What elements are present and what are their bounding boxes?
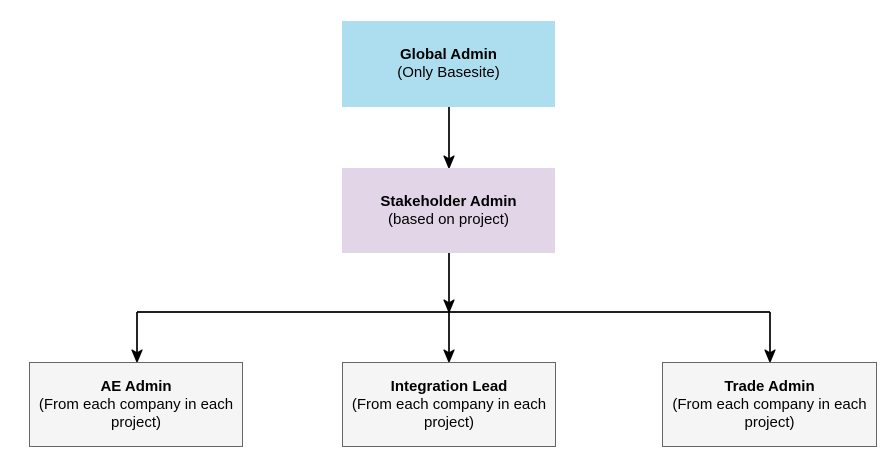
node-trade-admin: Trade Admin (From each company in each p… — [662, 362, 877, 447]
node-global-admin: Global Admin (Only Basesite) — [342, 21, 555, 107]
node-ae-admin-title: AE Admin — [100, 377, 172, 395]
node-global-admin-subtitle: (Only Basesite) — [397, 64, 500, 81]
node-stakeholder-admin-title: Stakeholder Admin — [380, 192, 517, 210]
arrowhead-junction-to-trade-admin — [764, 349, 776, 363]
node-stakeholder-admin: Stakeholder Admin (based on project) — [342, 168, 555, 253]
node-integration-lead-subtitle: (From each company in each project) — [351, 395, 547, 431]
arrowhead-stakeholder-to-junction — [443, 299, 455, 313]
node-integration-lead: Integration Lead (From each company in e… — [342, 362, 556, 447]
node-ae-admin: AE Admin (From each company in each proj… — [29, 362, 243, 447]
arrowhead-junction-to-ae-admin — [131, 349, 143, 363]
node-stakeholder-admin-subtitle: (based on project) — [388, 210, 509, 228]
node-ae-admin-subtitle: (From each company in each project) — [38, 395, 234, 431]
node-integration-lead-title: Integration Lead — [390, 377, 508, 395]
arrowhead-global-to-stakeholder — [443, 155, 455, 169]
arrowhead-junction-to-integration-lead — [443, 349, 455, 363]
node-trade-admin-subtitle: (From each company in each project) — [672, 395, 867, 431]
node-global-admin-title: Global Admin — [400, 46, 497, 63]
node-trade-admin-title: Trade Admin — [724, 377, 815, 395]
